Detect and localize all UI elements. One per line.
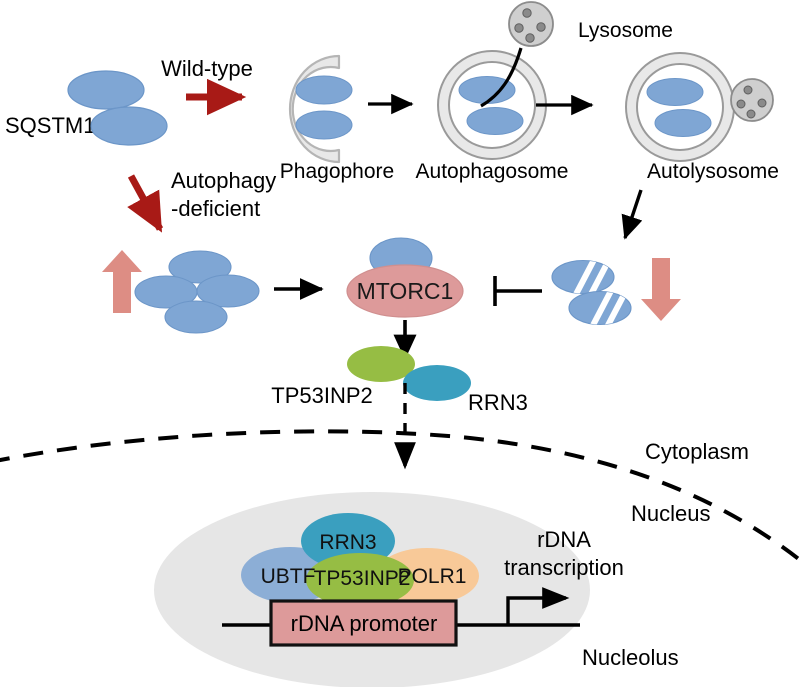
autophagosome-label: Autophagosome xyxy=(416,160,569,183)
ubtf-label: UBTF xyxy=(261,565,316,588)
autophagosome-inner-membrane xyxy=(448,61,536,149)
inhibition-tbar-icon xyxy=(493,276,542,306)
tp53inp2-label: TP53INP2 xyxy=(271,383,373,408)
sqstm1-degraded-group xyxy=(551,259,632,326)
autophagy-deficient-label-line2: -deficient xyxy=(171,196,260,221)
rdna-promoter-label: rDNA promoter xyxy=(291,611,438,636)
rdna-transcription-label-line2: transcription xyxy=(504,555,624,580)
sqstm1-oval xyxy=(196,274,260,308)
wild-type-label: Wild-type xyxy=(161,56,253,81)
lysosome-dot-icon xyxy=(743,85,753,95)
lysosome-fusion-curve xyxy=(480,47,523,108)
sqstm1-oval xyxy=(67,70,145,110)
lysosome-body xyxy=(508,1,554,47)
autophagy-deficient-arrow-icon xyxy=(127,174,164,233)
mtorc1-oval xyxy=(346,264,464,318)
sqstm1-oval xyxy=(164,300,228,334)
phagophore-shape xyxy=(288,54,353,164)
sqstm1-accumulated-group xyxy=(134,250,260,334)
rrn3-oval xyxy=(403,365,471,401)
autolysosome-to-degradation-arrow-icon xyxy=(621,189,643,240)
sqstm1-accumulation-up-arrow-icon xyxy=(102,250,142,313)
rrn3-label: RRN3 xyxy=(468,390,528,415)
autolysosome-label: Autolysosome xyxy=(647,160,779,183)
lysosome-dot-icon xyxy=(536,22,546,32)
autophagy-deficient-label-line1: Autophagy xyxy=(171,168,276,193)
nucleolus-label: Nucleolus xyxy=(582,645,679,670)
sqstm1-cargo-oval xyxy=(646,78,704,106)
autophagosome-shape xyxy=(437,50,547,160)
sqstm1-cargo-oval xyxy=(295,110,353,140)
rrn3-complex-label: RRN3 xyxy=(319,531,376,554)
lysosome-label: Lysosome xyxy=(578,19,673,42)
polr1-label: POLR1 xyxy=(398,565,467,588)
autolysosome-shape xyxy=(625,52,774,162)
nucleus-label: Nucleus xyxy=(631,501,710,526)
lysosome-dot-icon xyxy=(736,99,746,109)
lysosome-dot-icon xyxy=(746,109,756,119)
transcription-bent-arrow-icon xyxy=(506,587,570,625)
transcription-complex: UBTF RRN3 TP53INP2 POLR1 xyxy=(241,513,479,607)
phagophore-membrane xyxy=(288,54,341,164)
tp53inp2-oval xyxy=(347,346,415,382)
lysosome-shape xyxy=(508,1,554,47)
tp53inp2-complex-label: TP53INP2 xyxy=(314,567,411,590)
sqstm1-oval-group-free xyxy=(67,70,168,146)
sqstm1-label: SQSTM1 xyxy=(5,113,95,138)
lysosome-dot-icon xyxy=(525,33,535,43)
sqstm1-oval xyxy=(90,106,168,146)
sqstm1-cargo-oval xyxy=(654,109,712,137)
sqstm1-cargo-oval xyxy=(295,75,353,105)
phagophore-label: Phagophore xyxy=(280,160,394,183)
sqstm1-oval xyxy=(168,250,232,284)
sqstm1-cargo-oval xyxy=(466,107,524,135)
lysosome-dot-icon xyxy=(522,8,532,18)
lysosome-dot-icon xyxy=(757,98,767,108)
cytoplasm-label: Cytoplasm xyxy=(645,439,749,464)
nuclear-envelope-dashed-curve xyxy=(0,429,800,562)
sqstm1-degradation-down-arrow-icon xyxy=(641,258,681,321)
fused-lysosome-body xyxy=(730,78,774,122)
mtorc1-complex: MTORC1 xyxy=(346,237,464,318)
mtorc1-label: MTORC1 xyxy=(357,278,454,304)
rdna-promoter-box xyxy=(269,599,458,647)
rdna-transcription-label-line1: rDNA xyxy=(537,527,591,552)
tp53inp2-complex-oval xyxy=(306,553,414,607)
lysosome-dot-icon xyxy=(514,23,524,33)
autolysosome-inner-membrane xyxy=(636,63,724,151)
tp53inp2-rrn3-pair xyxy=(347,346,471,401)
